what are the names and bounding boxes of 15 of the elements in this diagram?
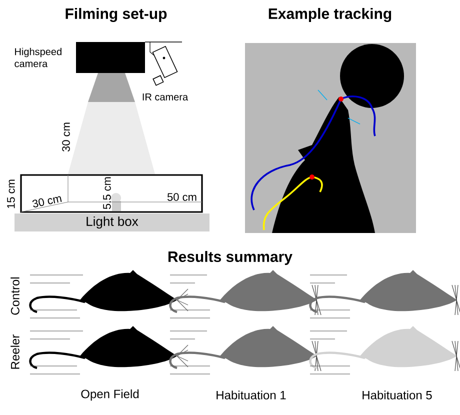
section-title: Example tracking [268,8,392,22]
light-box: Light box [14,214,210,232]
section-title: Results summary [168,251,292,265]
row-label: Reeler [10,334,20,369]
column-label: Habituation 5 [362,390,432,400]
node-label: Highspeed camera [14,48,62,68]
text-label: IR camera [142,94,188,100]
dimension-label: 15 cm [7,180,15,208]
camera-box: Highspeed camera [14,42,145,73]
dimension-label: 30 cm [62,122,70,152]
column-label: Habituation 1 [216,390,286,400]
dimension-label: 50 cm [167,193,196,201]
row-label: Control [10,277,20,315]
column-label: Open Field [81,389,139,401]
section-title: Filming set-up [66,8,167,22]
